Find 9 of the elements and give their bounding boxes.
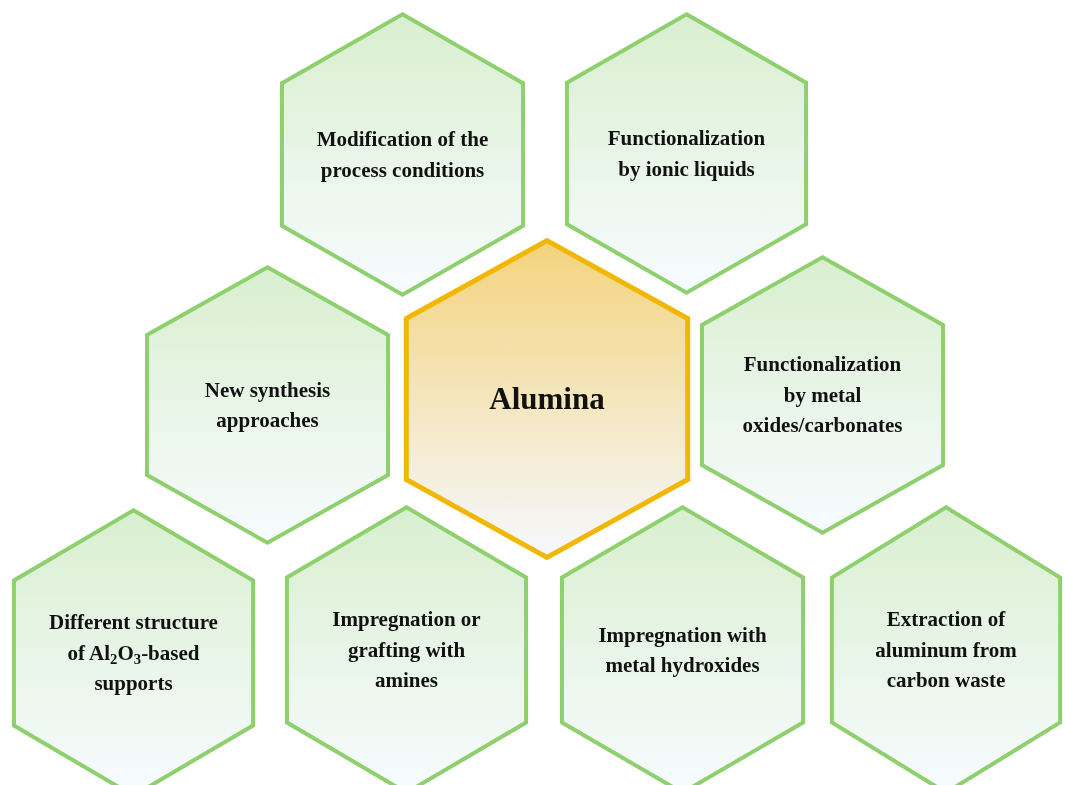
node-text: Extraction of aluminum from carbon waste <box>874 606 1018 695</box>
node-text: New synthesis approaches <box>203 376 332 434</box>
node-text: Modification of the process conditions <box>316 126 489 184</box>
node-text: Impregnation or grafting with amines <box>331 606 482 695</box>
node-text: Different structure of Al$_{2}$O$_{3}$-based supports <box>48 609 219 698</box>
node-text: Functionalization by metal oxides/carbonates <box>741 351 904 440</box>
node-text: Alumina <box>489 379 605 418</box>
node-text: Impregnation with metal hydroxides <box>597 621 768 679</box>
node-text: Functionalization by ionic liquids <box>606 125 767 183</box>
